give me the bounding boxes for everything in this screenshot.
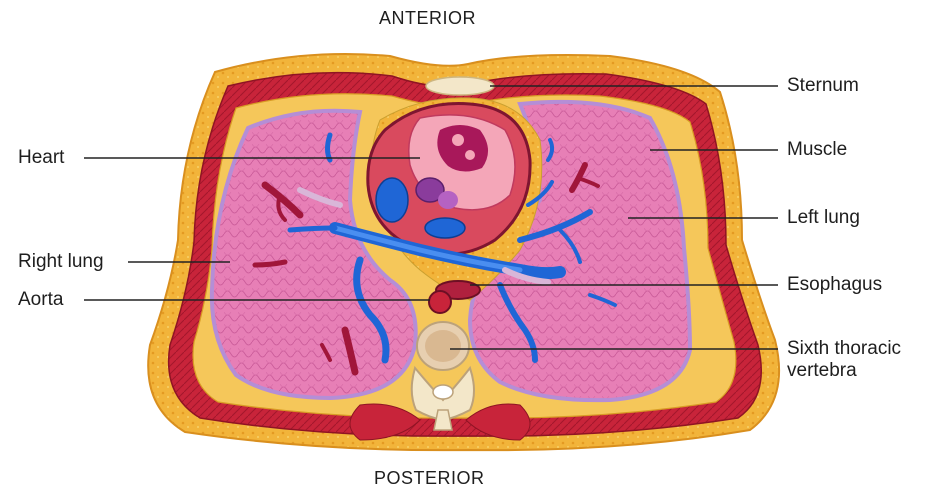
label-left-lung: Left lung <box>787 207 860 229</box>
anterior-label: ANTERIOR <box>379 7 476 29</box>
label-right-lung: Right lung <box>18 251 104 273</box>
label-sternum: Sternum <box>787 75 859 97</box>
label-aorta: Aorta <box>18 289 63 311</box>
heart-illustration <box>368 104 530 255</box>
label-esophagus: Esophagus <box>787 274 882 296</box>
label-muscle: Muscle <box>787 139 847 161</box>
aorta-structure <box>429 291 451 313</box>
sternum-bone <box>426 77 494 95</box>
label-vertebra-line2: vertebra <box>787 360 857 382</box>
posterior-label: POSTERIOR <box>374 467 485 489</box>
label-heart: Heart <box>18 147 64 169</box>
label-vertebra-line1: Sixth thoracic <box>787 338 901 360</box>
